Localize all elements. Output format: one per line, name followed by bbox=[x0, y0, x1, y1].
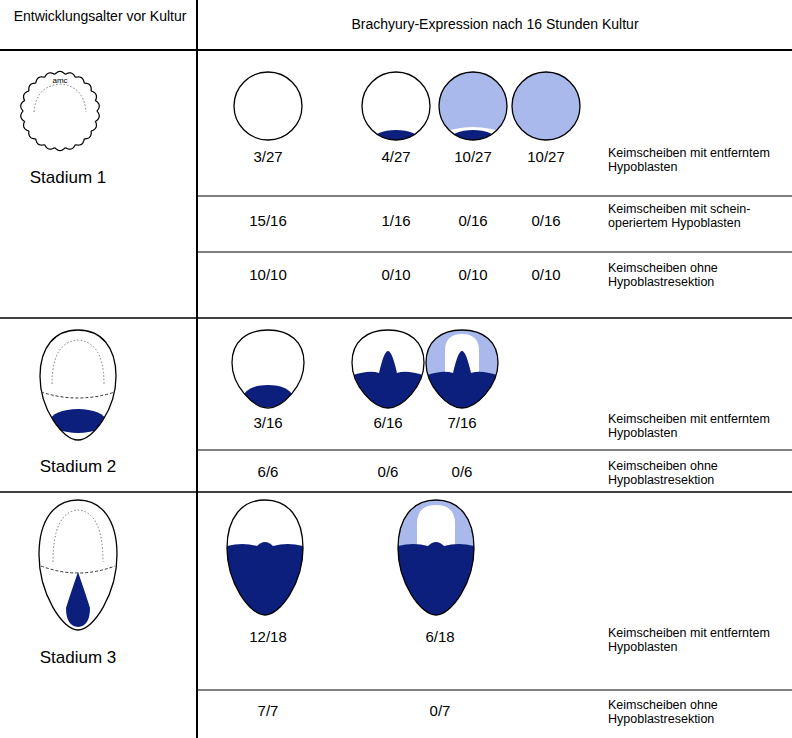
stage-rule bbox=[0, 317, 792, 319]
expression-fill bbox=[417, 325, 507, 415]
row-label: Keimscheiben mit entferntem Hypoblasten bbox=[608, 146, 778, 175]
embryo-outline bbox=[227, 500, 303, 615]
ratio: 7/16 bbox=[432, 414, 492, 431]
ratio: 0/6 bbox=[358, 463, 418, 480]
embryo-outline bbox=[234, 72, 302, 140]
stage-label: Stadium 3 bbox=[13, 648, 143, 668]
embryo-outline bbox=[398, 500, 474, 615]
ratio: 0/10 bbox=[443, 266, 503, 283]
ratio: 7/7 bbox=[238, 702, 298, 719]
embryo-outline bbox=[512, 72, 580, 140]
row-rule bbox=[197, 196, 792, 197]
stage-rule bbox=[0, 491, 792, 493]
row-label: Keimscheiben ohne Hypoblastresektion bbox=[608, 459, 778, 488]
ratio: 0/6 bbox=[432, 463, 492, 480]
dashed-boundary bbox=[41, 392, 115, 398]
column-heading: Entwicklungsalter vor Kultur bbox=[8, 8, 193, 24]
dotted-boundary bbox=[52, 340, 104, 384]
stage-label: Stadium 1 bbox=[3, 168, 133, 188]
ratio: 0/16 bbox=[443, 212, 503, 229]
dashed-boundary bbox=[41, 566, 115, 573]
ratio: 12/18 bbox=[238, 628, 298, 645]
ratio: 0/10 bbox=[516, 266, 576, 283]
row-rule bbox=[197, 252, 792, 253]
ratio: 1/16 bbox=[366, 212, 426, 229]
ratio: 10/27 bbox=[516, 148, 576, 165]
column-rule bbox=[196, 0, 198, 738]
embryo-outline bbox=[39, 500, 117, 630]
embryo-outline bbox=[362, 72, 430, 140]
ratio: 3/16 bbox=[238, 414, 298, 431]
ratio: 6/6 bbox=[238, 463, 298, 480]
row-label: Keimscheiben mit entferntem Hypoblasten bbox=[608, 626, 778, 655]
ratio: 4/27 bbox=[366, 148, 426, 165]
header-rule bbox=[0, 49, 792, 51]
expression-fill bbox=[433, 66, 513, 150]
embryo-outline bbox=[439, 72, 507, 140]
epiblast-outline bbox=[21, 71, 99, 150]
embryo-outline bbox=[352, 330, 424, 408]
row-rule bbox=[197, 690, 792, 691]
ratio: 10/27 bbox=[443, 148, 503, 165]
ratio: 0/16 bbox=[516, 212, 576, 229]
region-label: amc bbox=[45, 76, 75, 85]
column-heading: Brachyury-Expression nach 16 Stunden Kul… bbox=[215, 16, 775, 32]
embryo-outline bbox=[40, 330, 116, 440]
embryo-outline bbox=[426, 330, 498, 408]
row-label: Keimscheiben ohne Hypoblastresektion bbox=[608, 698, 778, 727]
row-label: Keimscheiben ohne Hypoblastresektion bbox=[608, 261, 778, 290]
expression-fill bbox=[391, 495, 481, 620]
ratio: 10/10 bbox=[238, 266, 298, 283]
ratio: 6/16 bbox=[358, 414, 418, 431]
embryo-part bbox=[50, 409, 106, 433]
embryo-part bbox=[506, 66, 586, 146]
row-label: Keimscheiben mit entferntem Hypoblasten bbox=[608, 412, 778, 441]
expression-fill bbox=[506, 66, 586, 146]
row-rule bbox=[197, 450, 792, 451]
embryo-part bbox=[244, 385, 292, 407]
ratio: 0/7 bbox=[410, 702, 470, 719]
ratio: 15/16 bbox=[238, 212, 298, 229]
expression-fill bbox=[244, 385, 292, 407]
dotted-boundary bbox=[34, 84, 86, 112]
row-label: Keimscheiben mit schein-operiertem Hypob… bbox=[608, 202, 778, 231]
ratio: 0/10 bbox=[366, 266, 426, 283]
embryo-outline bbox=[232, 330, 304, 408]
stage-label: Stadium 2 bbox=[13, 457, 143, 477]
dotted-boundary bbox=[53, 510, 103, 562]
primitive-streak bbox=[66, 572, 90, 627]
ratio: 6/18 bbox=[410, 628, 470, 645]
ratio: 3/27 bbox=[238, 148, 298, 165]
expression-fill bbox=[50, 409, 106, 433]
